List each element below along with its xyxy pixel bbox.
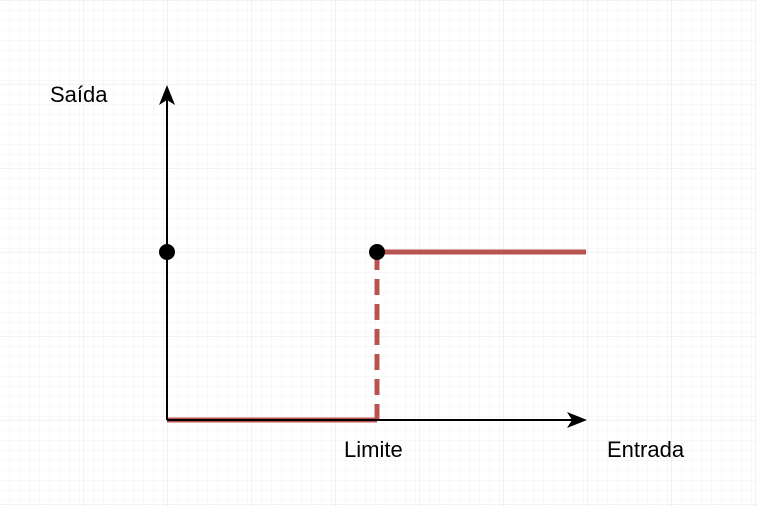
x-axis-label: Entrada <box>607 437 685 462</box>
x-axis-arrowhead-icon <box>567 412 587 428</box>
y-axis-label: Saída <box>50 82 108 107</box>
y-axis-arrowhead-icon <box>159 85 175 105</box>
threshold-label: Limite <box>344 437 403 462</box>
threshold-point-marker-icon <box>369 244 385 260</box>
y-axis-point-marker-icon <box>159 244 175 260</box>
